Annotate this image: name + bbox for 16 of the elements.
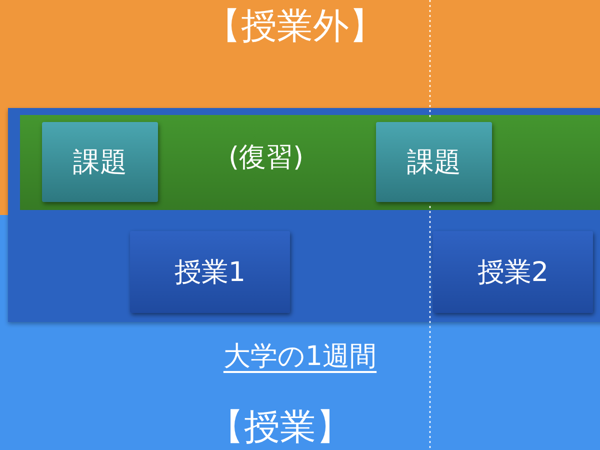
class-band bbox=[0, 322, 600, 450]
box-label: 授業1 bbox=[174, 256, 246, 290]
section-heading: 【授業外】 bbox=[205, 5, 385, 49]
week-caption: 大学の1週間 bbox=[223, 340, 377, 374]
box-label: 課題 bbox=[407, 146, 461, 180]
outside-class-band bbox=[0, 0, 600, 108]
section-heading: 【授業】 bbox=[208, 406, 352, 450]
week-panel bbox=[8, 108, 600, 322]
lecture-box bbox=[130, 231, 290, 313]
lecture-box bbox=[433, 231, 593, 313]
assignment-box bbox=[42, 122, 158, 202]
strip-label: (復習) bbox=[228, 141, 304, 175]
assignment-box bbox=[376, 122, 492, 202]
box-label: 課題 bbox=[73, 146, 127, 180]
review-strip bbox=[20, 115, 600, 210]
box-label: 授業2 bbox=[477, 256, 549, 290]
